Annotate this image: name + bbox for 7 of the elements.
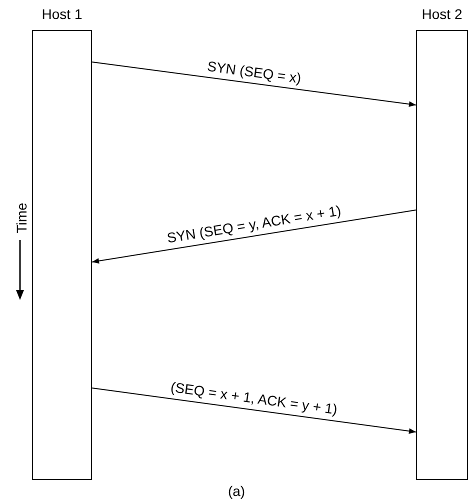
caption: (a) bbox=[228, 483, 246, 499]
host-label: Host 1 bbox=[40, 6, 84, 22]
arrow bbox=[92, 210, 416, 264]
arrow bbox=[92, 388, 416, 434]
host-label: Host 2 bbox=[420, 6, 464, 22]
axis-label: Time bbox=[13, 202, 30, 234]
arrow bbox=[92, 62, 416, 107]
